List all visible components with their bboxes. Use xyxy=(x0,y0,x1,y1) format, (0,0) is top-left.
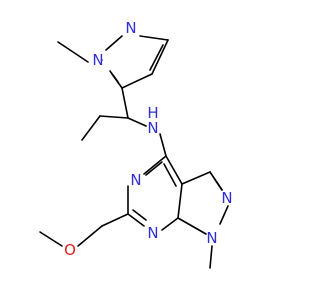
bonds xyxy=(39,35,229,269)
atom-n: N xyxy=(130,171,141,189)
bond xyxy=(39,231,63,247)
bond xyxy=(163,163,177,187)
bond xyxy=(159,133,167,157)
bond xyxy=(105,35,123,51)
atom-h: H xyxy=(147,104,158,122)
bond xyxy=(127,213,145,227)
bond xyxy=(177,217,207,235)
atom-o: O xyxy=(64,241,76,259)
bond xyxy=(151,39,169,75)
bond xyxy=(139,35,169,41)
bond xyxy=(161,217,179,231)
bond xyxy=(145,161,163,176)
molecule-structure: N N N H N N N N O xyxy=(39,19,233,269)
bond xyxy=(209,245,213,269)
bond xyxy=(149,44,164,71)
atom-n: N xyxy=(147,119,158,137)
atom-n: N xyxy=(125,19,136,37)
bond xyxy=(181,171,211,185)
bond xyxy=(121,73,153,89)
bond xyxy=(57,41,89,63)
bond xyxy=(177,183,183,219)
atom-n: N xyxy=(206,229,217,247)
atom-n: N xyxy=(221,189,232,207)
bond xyxy=(127,117,147,127)
bond xyxy=(99,115,129,119)
bond xyxy=(109,70,119,83)
bond xyxy=(132,209,147,221)
bond xyxy=(143,155,167,175)
atom-labels: N N N H N N N N O xyxy=(64,19,233,259)
bond xyxy=(77,225,103,247)
atom-n: N xyxy=(92,51,103,69)
bond xyxy=(213,177,223,191)
bond xyxy=(81,115,101,141)
bond xyxy=(101,213,129,227)
atom-n: N xyxy=(147,224,158,242)
bond xyxy=(219,205,229,225)
bond xyxy=(165,155,183,185)
bond xyxy=(121,87,129,119)
